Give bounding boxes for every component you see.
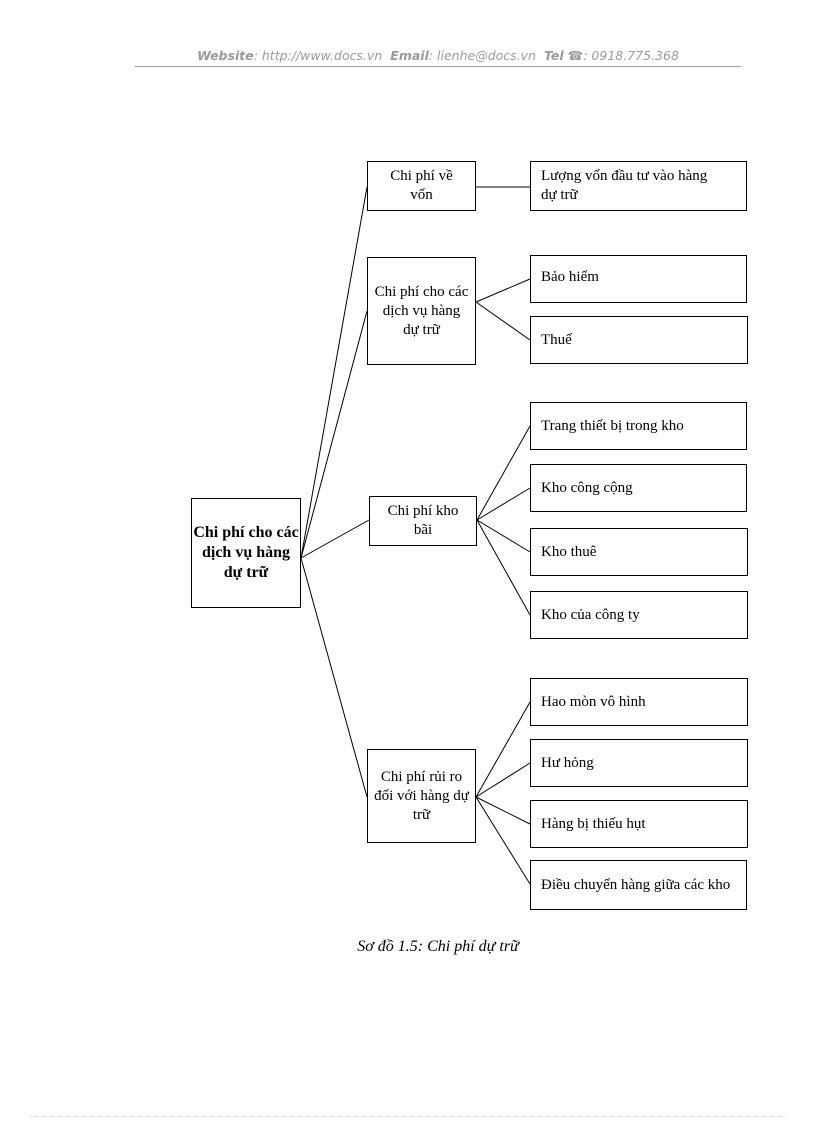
leaf-node-label: Kho thuê — [541, 543, 597, 560]
link-root-branch-3 — [300, 519, 370, 559]
link-b3-leaf-4 — [476, 519, 531, 616]
bottom-divider — [30, 1116, 786, 1117]
leaf-node: Thuế — [530, 316, 748, 364]
website-label: Website — [197, 48, 254, 63]
branch-node-4: Chi phí rủi ro đối với hàng dự trữ — [367, 749, 476, 843]
link-b4-leaf-2 — [475, 762, 531, 798]
leaf-node-label: Hao mòn vô hình — [541, 693, 646, 710]
leaf-node: Bảo hiểm — [530, 255, 747, 303]
branch-node-2: Chi phí cho các dịch vụ hàng dự trữ — [367, 257, 476, 365]
link-root-branch-4 — [300, 557, 368, 798]
link-root-branch-2 — [300, 310, 368, 559]
tel-value: : 0918.775.368 — [583, 48, 679, 63]
leaf-node: Kho thuê — [530, 528, 748, 576]
root-node: Chi phí cho các dịch vụ hàng dự trữ — [191, 498, 301, 608]
link-b4-leaf-1 — [475, 701, 531, 798]
leaf-node: Hàng bị thiếu hụt — [530, 800, 748, 848]
leaf-node: Điều chuyển hàng giữa các kho — [530, 860, 747, 910]
leaf-node-label: Trang thiết bị trong kho — [541, 417, 684, 434]
leaf-node-label: Kho công cộng — [541, 479, 633, 496]
page-header: Website: http://www.docs.vn Email: lienhe… — [135, 47, 741, 67]
link-b3-leaf-3 — [476, 519, 531, 553]
link-root-branch-1 — [300, 186, 368, 559]
leaf-node-label: Lượng vốn đầu tư vào hàng dự trữ — [541, 168, 708, 203]
leaf-node: Lượng vốn đầu tư vào hàng dự trữ — [530, 161, 747, 211]
leaf-node-label: Thuế — [541, 331, 572, 348]
leaf-node-label: Bảo hiểm — [541, 269, 599, 285]
tel-label: Tel — [543, 48, 564, 63]
leaf-node: Kho của công ty — [530, 591, 748, 639]
email-label: Email — [390, 48, 429, 63]
leaf-node-label: Kho của công ty — [541, 606, 640, 623]
leaf-node: Trang thiết bị trong kho — [530, 402, 747, 450]
email-value: : lienhe@docs.vn — [428, 48, 536, 63]
branch-node-1: Chi phí về vốn — [367, 161, 476, 211]
leaf-node-label: Điều chuyển hàng giữa các kho — [541, 876, 731, 893]
branch-node-label: Chi phí về vốn — [390, 168, 453, 203]
link-b4-leaf-3 — [475, 796, 531, 825]
link-b2-leaf-2 — [475, 301, 531, 341]
website-value: : http://www.docs.vn — [253, 48, 383, 63]
root-node-label: Chi phí cho các dịch vụ hàng dự trữ — [193, 524, 299, 581]
leaf-node: Hao mòn vô hình — [530, 678, 748, 726]
link-b3-leaf-1 — [476, 425, 531, 521]
leaf-node: Kho công cộng — [530, 464, 747, 512]
phone-icon: ☎ — [567, 48, 584, 63]
branch-node-label: Chi phí kho bãi — [387, 503, 459, 538]
link-b2-leaf-1 — [475, 278, 531, 303]
leaf-node: Hư hỏng — [530, 739, 748, 787]
branch-node-label: Chi phí cho các dịch vụ hàng dự trữ — [374, 283, 469, 338]
link-b4-leaf-4 — [475, 796, 531, 885]
leaf-node-label: Hàng bị thiếu hụt — [541, 815, 646, 832]
diagram-caption: Sơ đồ 1.5: Chi phí dự trữ — [357, 938, 519, 955]
link-b3-leaf-2 — [476, 487, 531, 521]
branch-node-3: Chi phí kho bãi — [369, 496, 477, 546]
branch-node-label: Chi phí rủi ro đối với hàng dự trữ — [374, 768, 469, 823]
leaf-node-label: Hư hỏng — [541, 754, 594, 771]
